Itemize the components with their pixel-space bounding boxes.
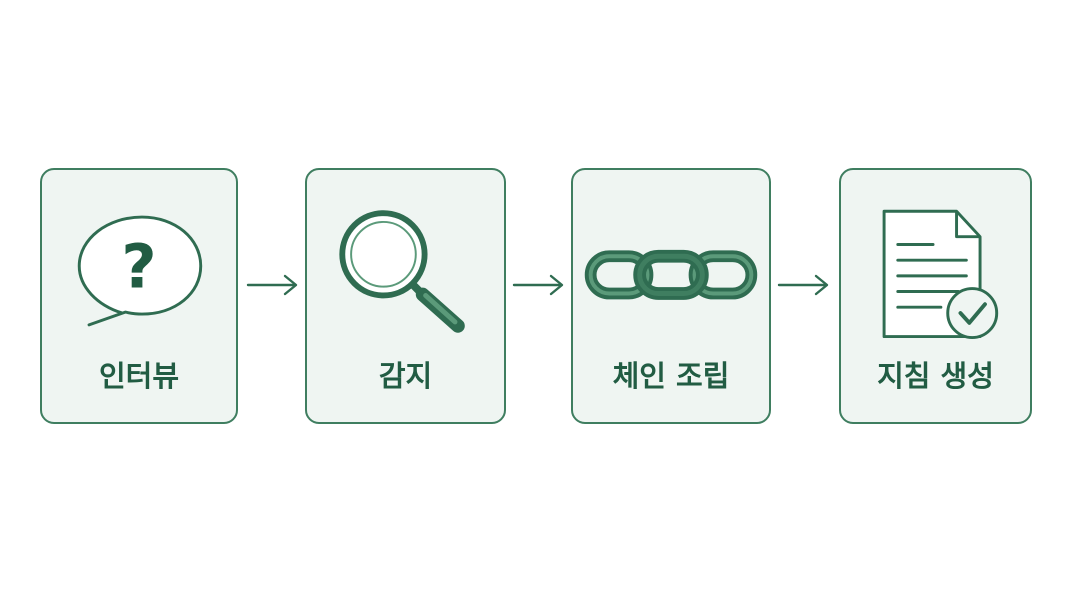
step-card-guideline-generation: 지침 생성 (839, 168, 1032, 424)
chain-links-icon (573, 184, 769, 354)
step-card-interview: ? 인터뷰 (40, 168, 238, 424)
step-label-detection: 감지 (378, 359, 433, 393)
question-mark-glyph: ? (121, 233, 156, 303)
step-label-guideline-generation: 지침 생성 (877, 359, 994, 393)
step-card-detection: 감지 (305, 168, 506, 424)
step-card-chain-assembly: 체인 조립 (571, 168, 771, 424)
step-label-chain-assembly: 체인 조립 (612, 359, 730, 393)
arrow-right-icon (777, 272, 831, 298)
speech-bubble-question-icon: ? (42, 184, 236, 354)
arrow-right-icon (246, 272, 300, 298)
magnifying-glass-icon (307, 184, 504, 354)
step-label-interview: 인터뷰 (98, 359, 180, 393)
document-check-icon (841, 184, 1030, 354)
arrow-right-icon (512, 272, 566, 298)
